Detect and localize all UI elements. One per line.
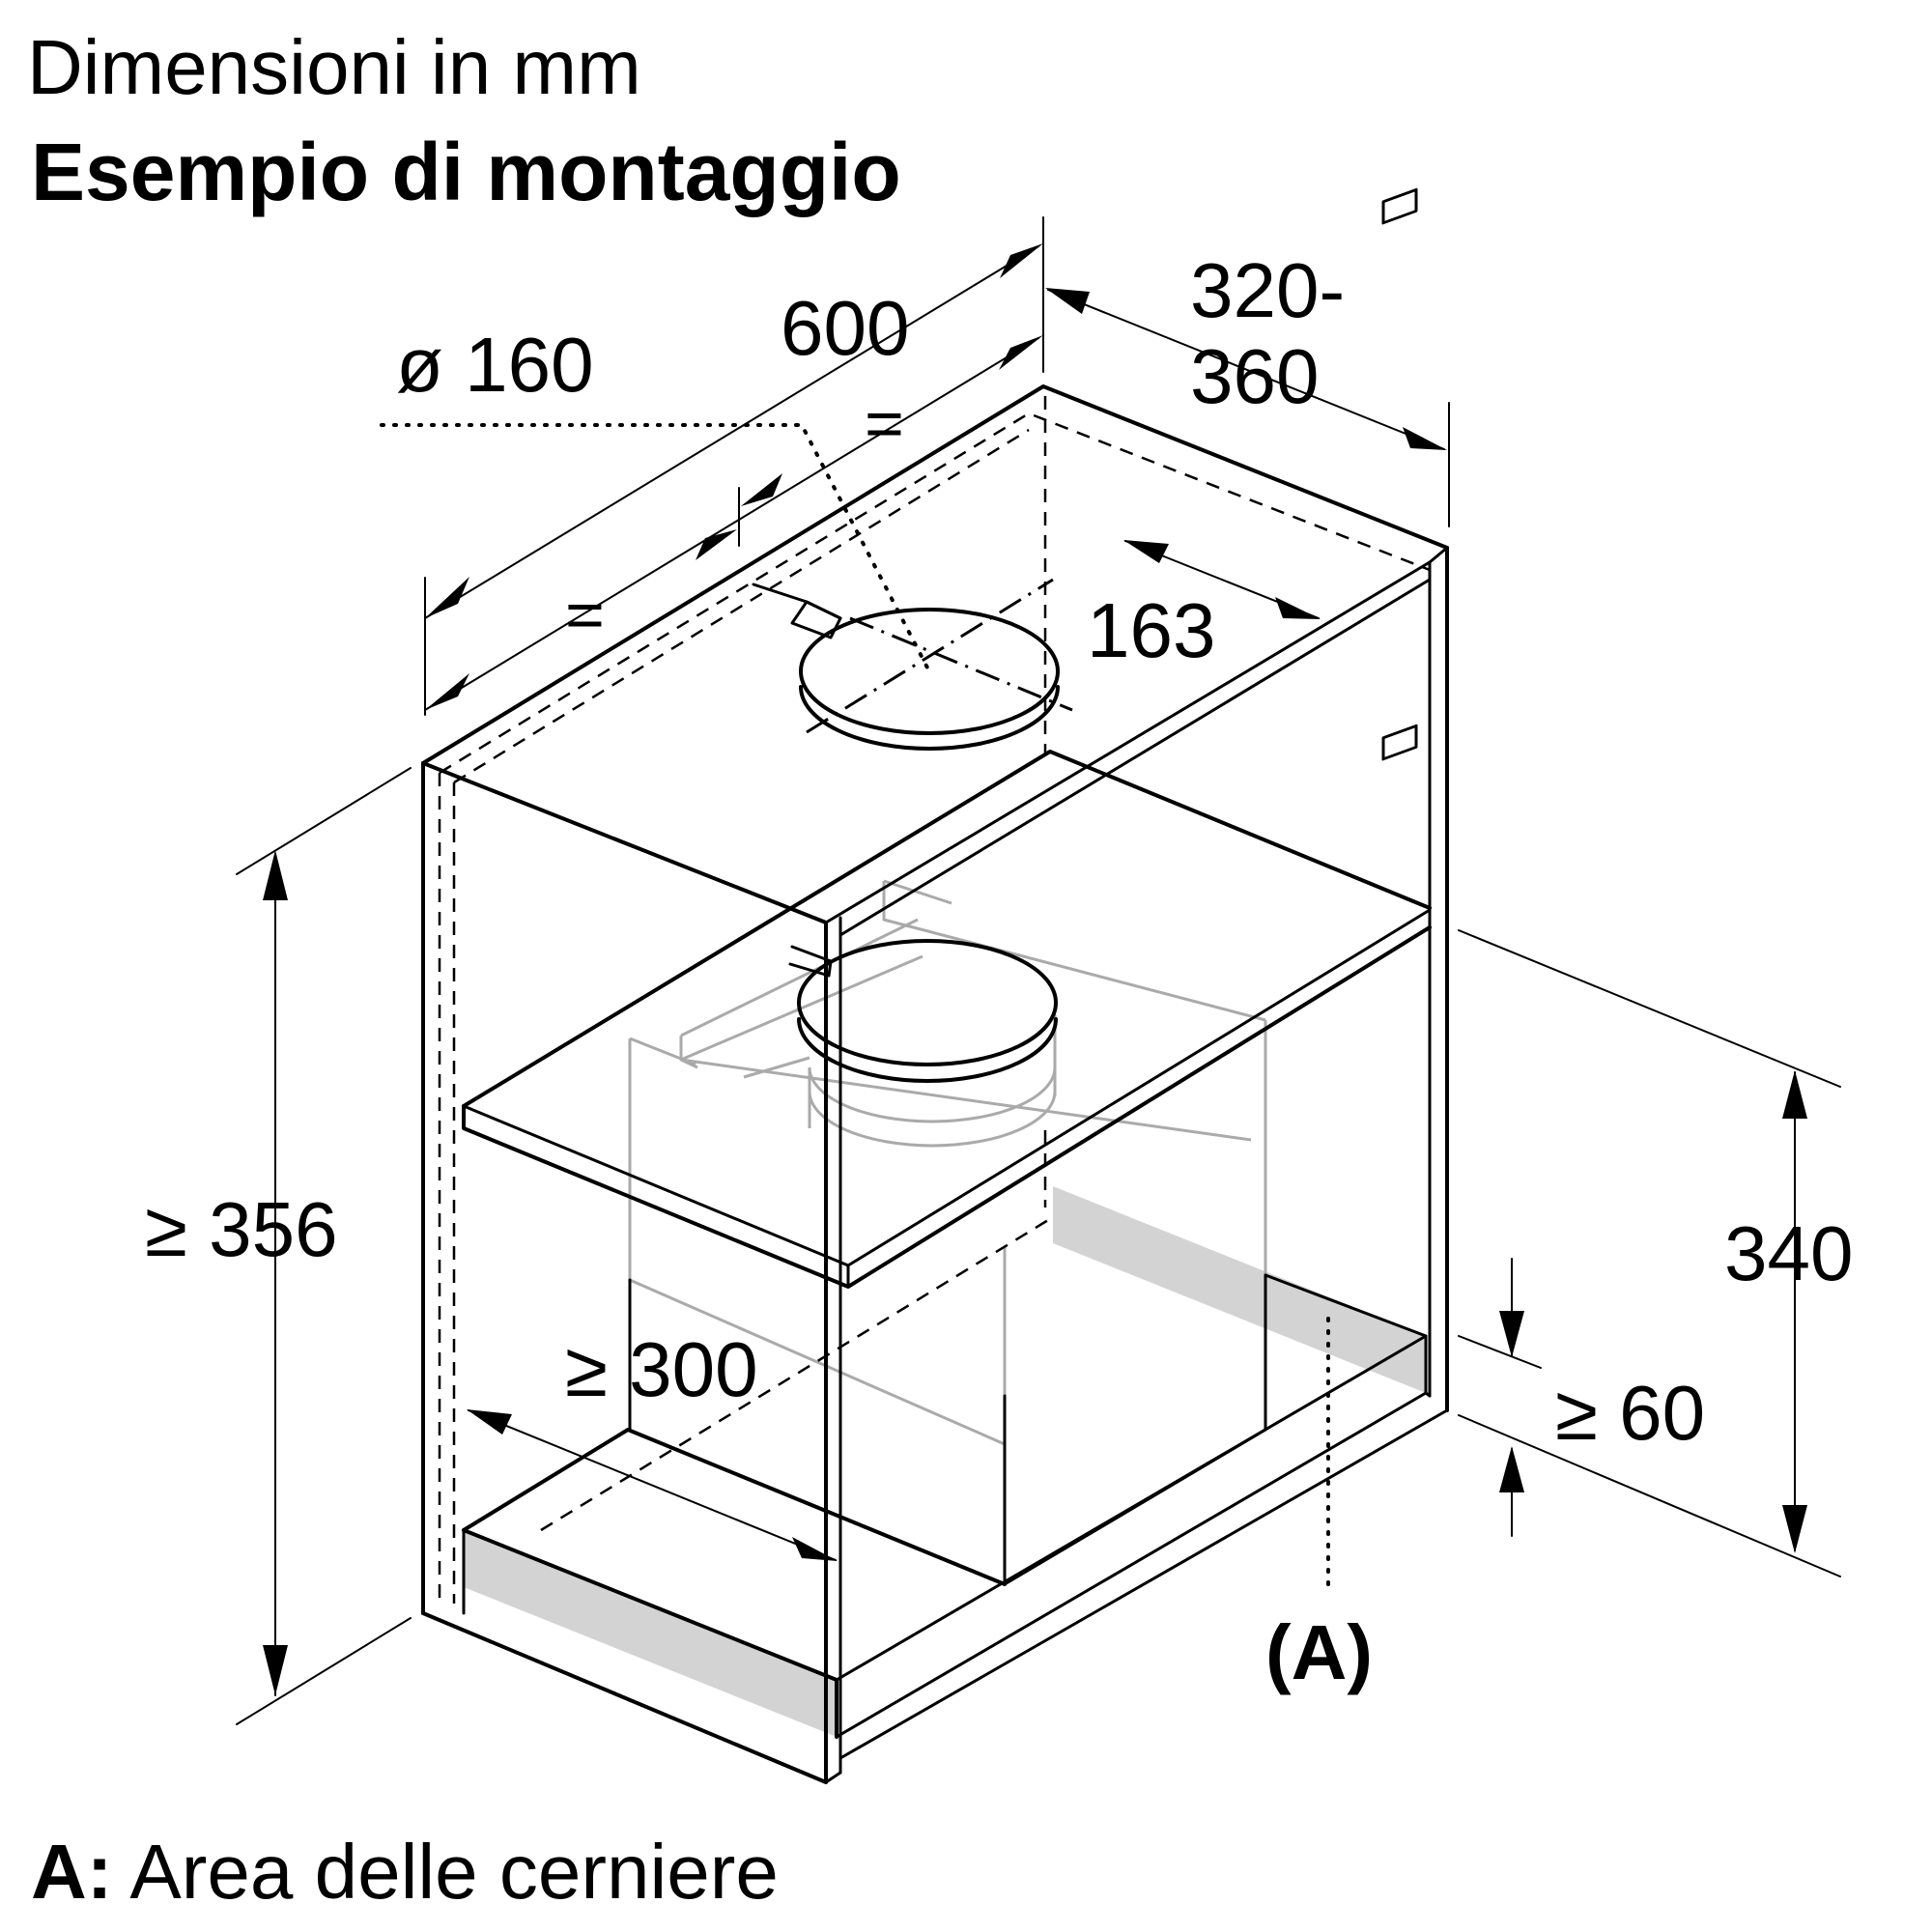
legend-text: Area delle cerniere bbox=[129, 1829, 778, 1915]
drawing-title: Esempio di montaggio bbox=[31, 127, 901, 217]
hinge-upper bbox=[1381, 187, 1418, 225]
bottom-gap-label: ≥ 60 bbox=[1555, 1370, 1705, 1456]
bottom-gap-dimension bbox=[1458, 1258, 1542, 1537]
width-label: 600 bbox=[781, 285, 909, 371]
hinge-area-front bbox=[464, 1530, 837, 1737]
wall-cabinet bbox=[421, 384, 1449, 1784]
hinge-area-marker: (A) bbox=[1265, 1609, 1373, 1695]
diameter-label: ø 160 bbox=[396, 322, 594, 408]
equal-split-dimension bbox=[424, 335, 1043, 711]
inner-depth-label: ≥ 300 bbox=[565, 1326, 758, 1412]
duct-opening-top bbox=[752, 578, 1073, 751]
inner-depth-dimension bbox=[467, 1409, 838, 1561]
diameter-leader bbox=[380, 423, 931, 673]
offset-label: 163 bbox=[1087, 587, 1215, 673]
equal-mark-right: = bbox=[865, 385, 904, 461]
hinge-area-back bbox=[1053, 1186, 1426, 1393]
depth-label-line2: 360 bbox=[1190, 333, 1319, 419]
depth-dimension bbox=[1045, 288, 1450, 527]
legend-line: A:Area delle cerniere bbox=[31, 1829, 779, 1915]
depth-label-line1: 320- bbox=[1190, 247, 1345, 333]
hinge-lower bbox=[1381, 724, 1418, 761]
hidden-edges bbox=[438, 396, 1431, 1604]
cabinet-height-label: ≥ 356 bbox=[145, 1186, 338, 1272]
offset-dimension bbox=[1123, 540, 1321, 619]
cabinet-height-dimension bbox=[236, 767, 412, 1725]
hood-height-label: 340 bbox=[1724, 1210, 1853, 1296]
hood-height-dimension bbox=[1458, 929, 1841, 1577]
legend-key: A: bbox=[31, 1829, 112, 1915]
equal-mark-left: = bbox=[565, 577, 605, 652]
duct-ring-lower bbox=[788, 939, 1058, 1083]
unit-caption: Dimensioni in mm bbox=[27, 24, 641, 110]
width-dimension bbox=[424, 216, 1044, 716]
